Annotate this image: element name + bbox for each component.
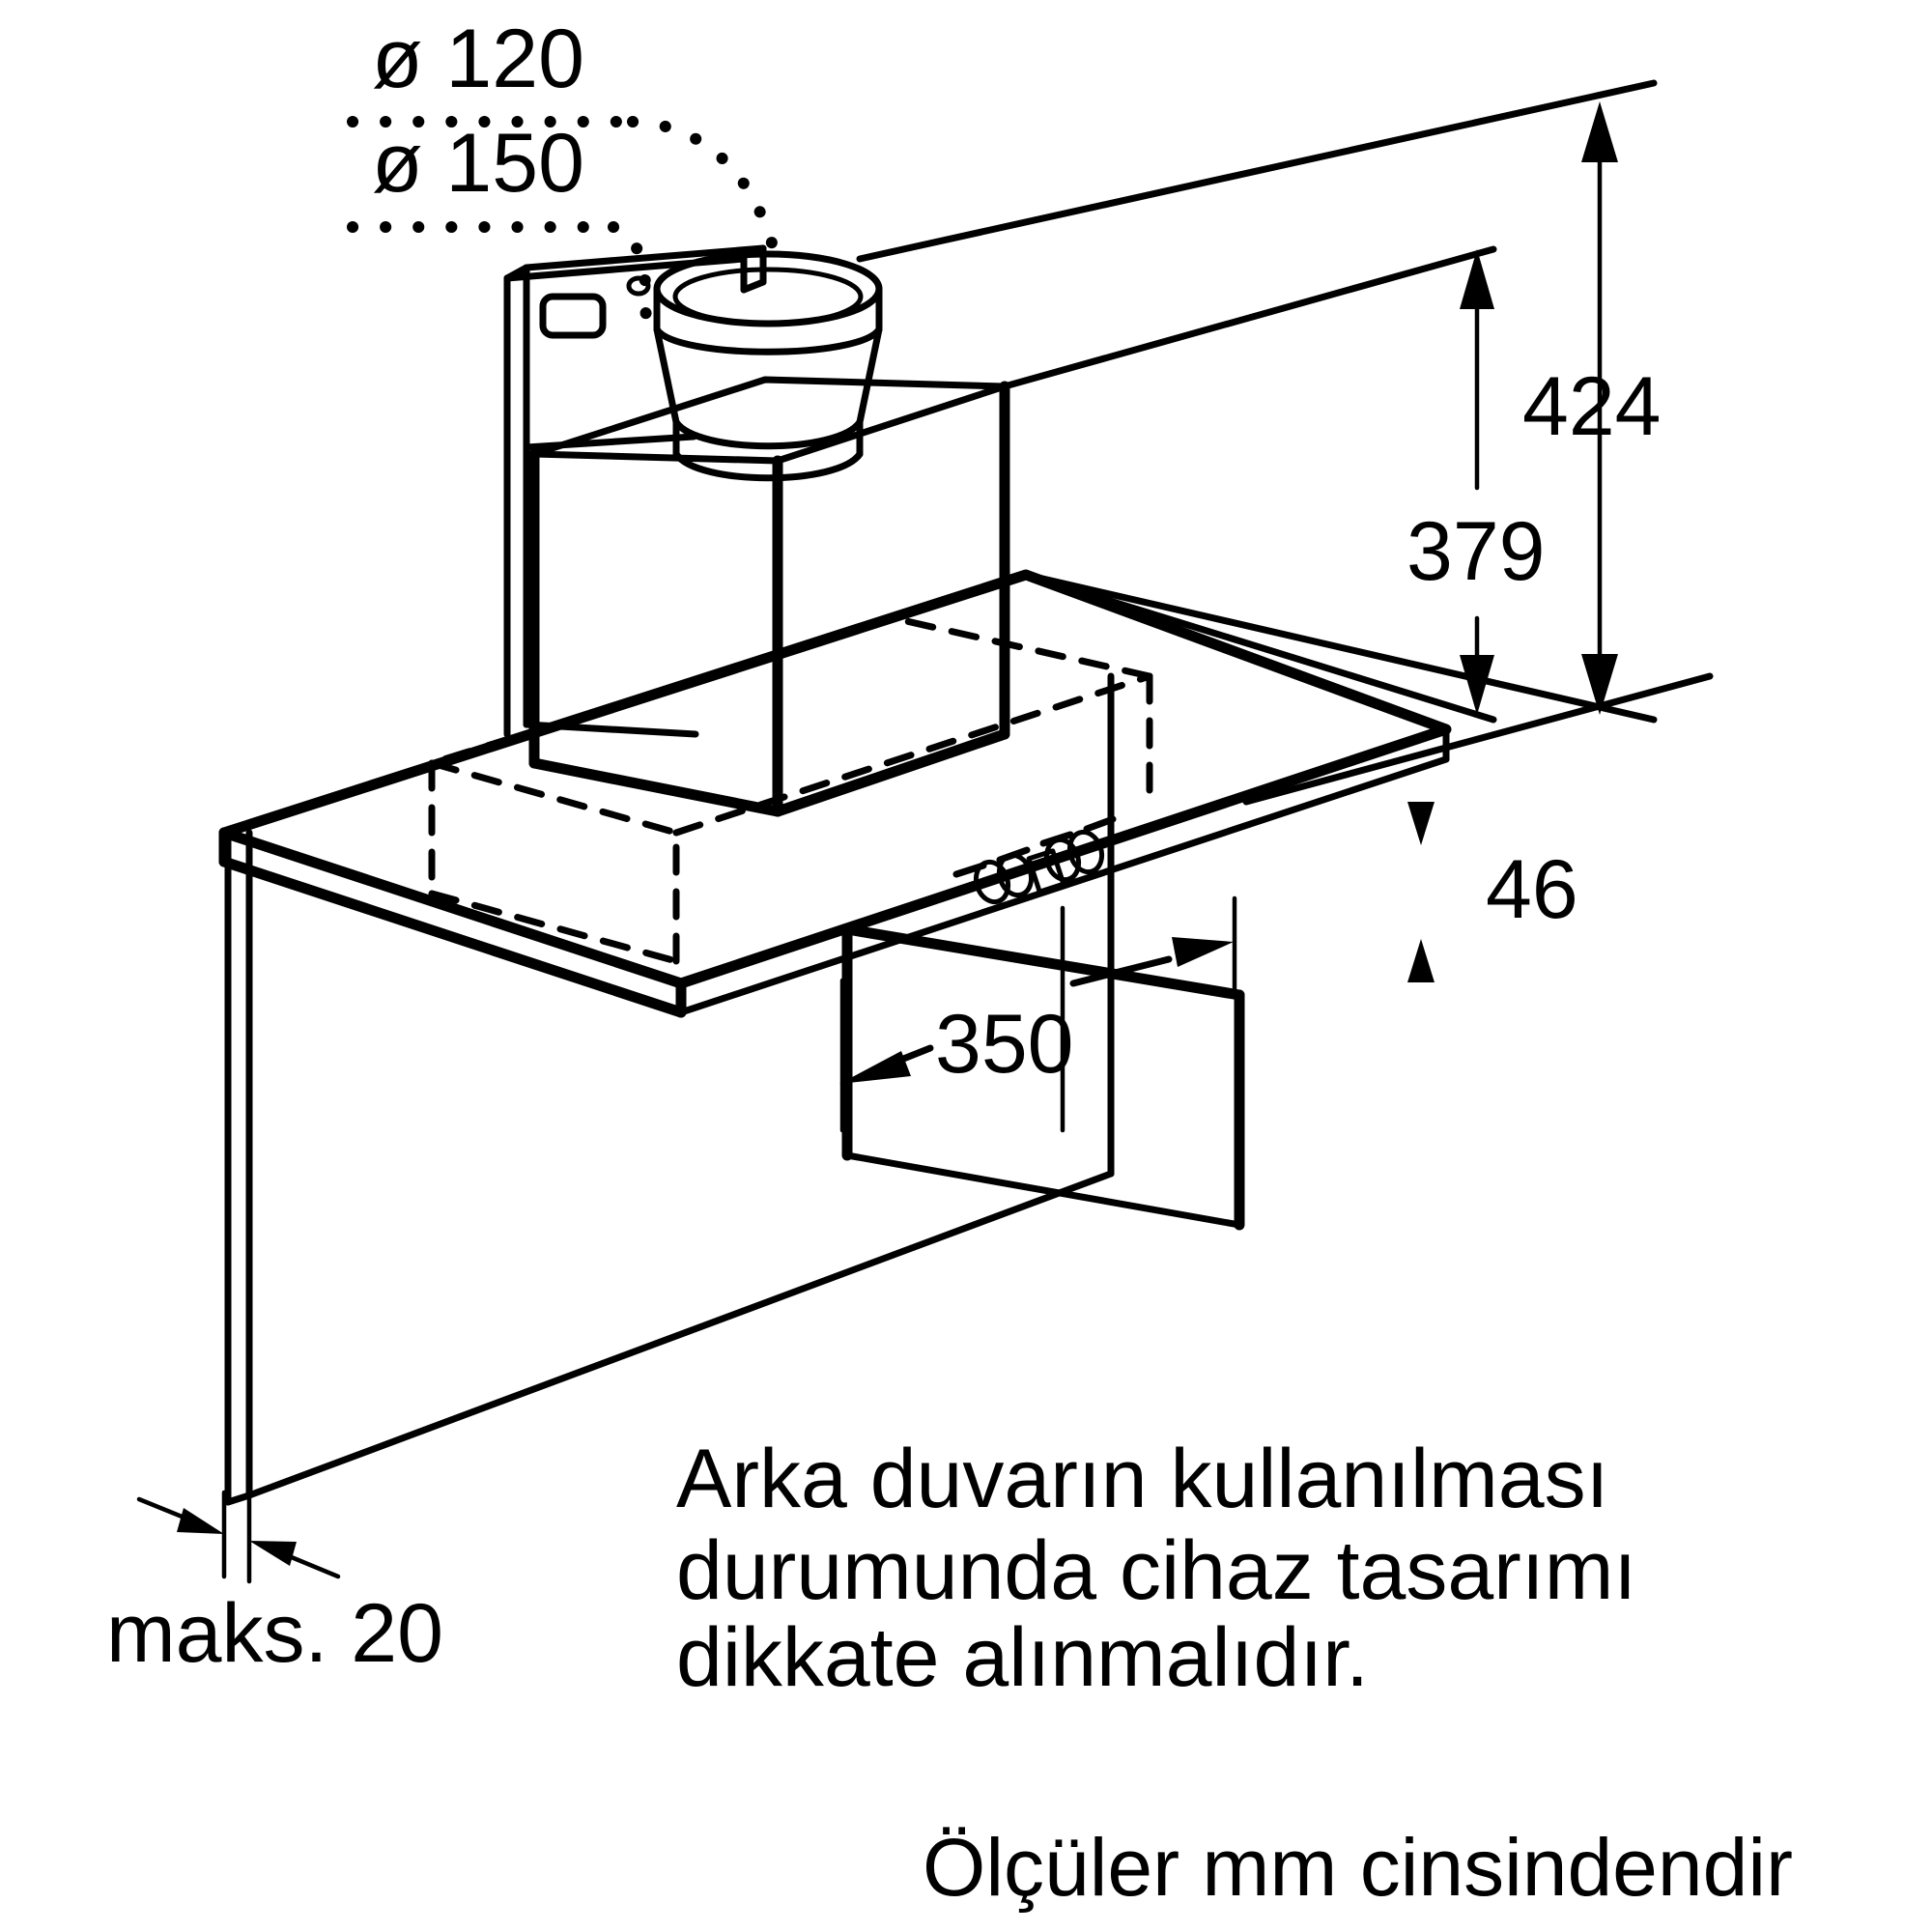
dimension-350: 350 bbox=[839, 895, 1237, 1133]
duct-leader-lines bbox=[347, 116, 779, 325]
arrowhead-379-up bbox=[1460, 249, 1494, 309]
note-line-1: Arka duvarın kullanılması bbox=[676, 1433, 1609, 1525]
label-maks-20: maks. 20 bbox=[106, 1587, 443, 1680]
arrowhead-424-down bbox=[1581, 654, 1618, 715]
duct-port-circle-icon bbox=[626, 275, 651, 297]
hood-body-lower bbox=[841, 923, 1245, 1231]
back-wall-panel bbox=[224, 672, 1115, 1506]
label-379: 379 bbox=[1406, 505, 1546, 598]
duct-adapter bbox=[653, 250, 883, 482]
dimension-424: 424 bbox=[856, 79, 1662, 724]
note-line-3: dikkate alınmalıdır. bbox=[676, 1611, 1369, 1704]
dimension-46: 46 bbox=[1242, 672, 1714, 982]
label-duct-diameter-120: ø 120 bbox=[372, 13, 584, 105]
duct-port-rect-icon bbox=[539, 293, 607, 339]
arrowhead-350-left bbox=[839, 1051, 911, 1084]
arrowhead-424-up bbox=[1581, 101, 1618, 162]
dimension-379: 379 bbox=[1001, 245, 1546, 724]
dimension-max-20: maks. 20 bbox=[106, 1488, 443, 1680]
label-424: 424 bbox=[1522, 360, 1662, 453]
arrowhead-max20-right bbox=[177, 1508, 224, 1534]
note-line-2: durumunda cihaz tasarımı bbox=[676, 1524, 1636, 1617]
units-note: Ölçüler mm cinsindendir bbox=[923, 1822, 1793, 1913]
label-350: 350 bbox=[935, 998, 1074, 1091]
arrowhead-46-down bbox=[1407, 802, 1435, 845]
arrowhead-379-down bbox=[1460, 655, 1494, 715]
control-panel bbox=[952, 815, 1117, 905]
arrowhead-350-right bbox=[1172, 937, 1234, 967]
arrowhead-max20-left bbox=[249, 1541, 297, 1566]
label-46: 46 bbox=[1486, 843, 1578, 936]
label-duct-diameter-150: ø 150 bbox=[372, 117, 584, 210]
arrowhead-46-up bbox=[1407, 939, 1435, 982]
